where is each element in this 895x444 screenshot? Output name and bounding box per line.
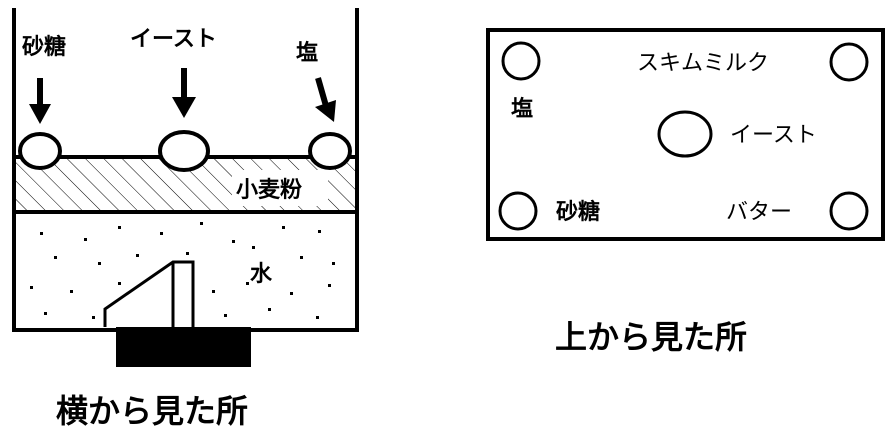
top-view-caption: 上から見た所 (555, 318, 747, 356)
side-view-caption: 横から見た所 (56, 392, 248, 430)
arrow-sugar (29, 78, 51, 124)
arrow-salt (315, 77, 336, 122)
label-yeast-top: イースト (730, 123, 817, 148)
kneading-blade (103, 260, 195, 327)
label-water: 水 (250, 262, 273, 287)
pan-top-outline (486, 28, 885, 241)
side-view: 砂糖 イースト 塩 小麦粉 水 横から見た所 (12, 8, 359, 430)
flour-label-bg (232, 170, 328, 206)
yeast-spot (657, 110, 713, 158)
arrow-yeast (172, 68, 196, 118)
yeast-ball (158, 130, 210, 172)
salt-spot (501, 41, 541, 81)
skim-milk-spot (829, 42, 869, 82)
label-sugar: 砂糖 (22, 34, 66, 60)
label-sugar-top: 砂糖 (556, 199, 600, 225)
butter-spot (829, 191, 869, 231)
salt-ball (308, 132, 352, 170)
water-dots (30, 222, 335, 319)
sugar-ball (18, 132, 62, 170)
label-salt: 塩 (296, 40, 318, 66)
label-salt-top: 塩 (511, 96, 533, 122)
top-view: スキムミルク 塩 イースト 砂糖 バター 上から見た所 (486, 28, 885, 356)
sugar-spot (498, 191, 538, 231)
motor-base (116, 327, 251, 367)
label-yeast: イースト (130, 27, 217, 52)
label-butter: バター (726, 200, 792, 225)
label-flour: 小麦粉 (236, 177, 302, 203)
label-skim-milk: スキムミルク (637, 51, 769, 76)
